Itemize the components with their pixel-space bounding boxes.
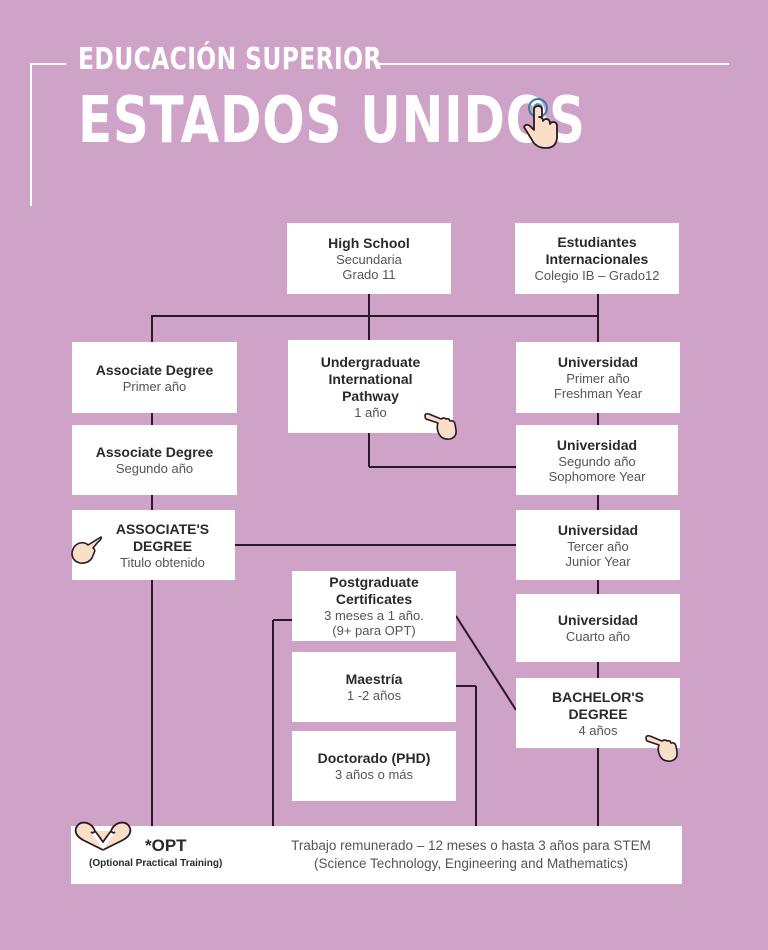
node-sub: Sophomore Year	[548, 468, 646, 484]
frame-line-top-left	[30, 63, 66, 65]
opt-bar: *OPT (Optional Practical Training) Traba…	[71, 821, 682, 884]
node-sub: 1 -2 años	[346, 688, 402, 703]
node-associates-degree: ASSOCIATE'S DEGREE Titulo obtenido	[72, 510, 235, 580]
frame-line-left	[30, 63, 32, 206]
opt-description: Trabajo remunerado – 12 meses o hasta 3 …	[275, 837, 667, 873]
node-postgraduate-certificates: Postgraduate Certificates 3 meses a 1 añ…	[292, 571, 456, 641]
node-sub: Junior Year	[565, 553, 631, 569]
node-sub: Primer año	[566, 371, 630, 386]
node-doctorado: Doctorado (PHD) 3 años o más	[292, 731, 456, 801]
opt-subtitle: (Optional Practical Training)	[89, 858, 223, 869]
opt-line: (Science Technology, Engineering and Mat…	[314, 856, 628, 871]
node-sub: 4 años	[578, 722, 618, 738]
node-sub: Segundo año	[558, 453, 636, 469]
node-universidad-1: Universidad Primer año Freshman Year	[516, 342, 680, 413]
node-associate-degree-2: Associate Degree Segundo año	[72, 425, 237, 495]
node-sub: Colegio IB – Grado12	[534, 268, 660, 283]
node-estudiantes-internacionales: Estudiantes Internacionales Colegio IB –…	[515, 223, 679, 294]
node-sub: 3 meses a 1 año.	[324, 608, 424, 623]
node-high-school: High School Secundaria Grado 11	[287, 223, 451, 294]
header-title: ESTADOS UNIDOS	[78, 84, 586, 158]
node-sub: Tercer año	[567, 538, 629, 554]
node-sub: Cuarto año	[565, 629, 631, 644]
node-sub: Freshman Year	[553, 386, 643, 401]
header-subtitle: EDUCACIÓN SUPERIOR	[78, 42, 382, 77]
node-maestria: Maestría 1 -2 años	[292, 652, 456, 722]
node-title: High School	[328, 235, 410, 251]
node-title: Estudiantes Internacionales	[545, 234, 649, 267]
node-title: Doctorado (PHD)	[317, 750, 431, 766]
frame-line-top-right	[378, 63, 729, 65]
pointing-hand-icon	[645, 734, 678, 762]
node-associate-degree-1: Associate Degree Primer año	[72, 342, 237, 413]
node-sub: Segundo año	[115, 461, 194, 476]
node-sub: Secundaria	[336, 252, 402, 267]
node-sub: 3 años o más	[334, 767, 414, 782]
node-title: Universidad	[557, 612, 639, 628]
node-sub: Primer año	[122, 378, 187, 394]
node-title: Universidad	[557, 521, 639, 538]
pointing-hand-icon	[424, 412, 457, 440]
node-title: ASSOCIATE'S DEGREE	[115, 520, 210, 554]
node-title: Universidad	[556, 436, 638, 453]
node-universidad-4: Universidad Cuarto año	[516, 594, 680, 662]
opt-line: Trabajo remunerado – 12 meses o hasta 3 …	[291, 838, 651, 853]
pointing-hand-icon	[71, 536, 102, 564]
node-title: Postgraduate Certificates	[329, 574, 419, 607]
opt-title: *OPT	[145, 836, 187, 855]
node-title: Undergraduate International Pathway	[320, 353, 421, 404]
node-title: Maestría	[345, 671, 403, 687]
node-title: Associate Degree	[95, 444, 214, 460]
node-title: BACHELOR'S DEGREE	[552, 688, 644, 722]
touch-hand-icon	[523, 98, 558, 149]
node-universidad-3: Universidad Tercer año Junior Year	[516, 510, 680, 580]
node-sub: (9+ para OPT)	[332, 623, 416, 638]
node-sub: Titulo obtenido	[120, 554, 205, 570]
node-sub: 1 año	[354, 404, 387, 420]
node-title: Associate Degree	[95, 361, 214, 378]
heart-hands-icon	[74, 821, 132, 851]
node-universidad-2: Universidad Segundo año Sophomore Year	[516, 425, 678, 495]
node-title: Universidad	[557, 354, 639, 370]
node-sub: Grado 11	[342, 267, 396, 282]
